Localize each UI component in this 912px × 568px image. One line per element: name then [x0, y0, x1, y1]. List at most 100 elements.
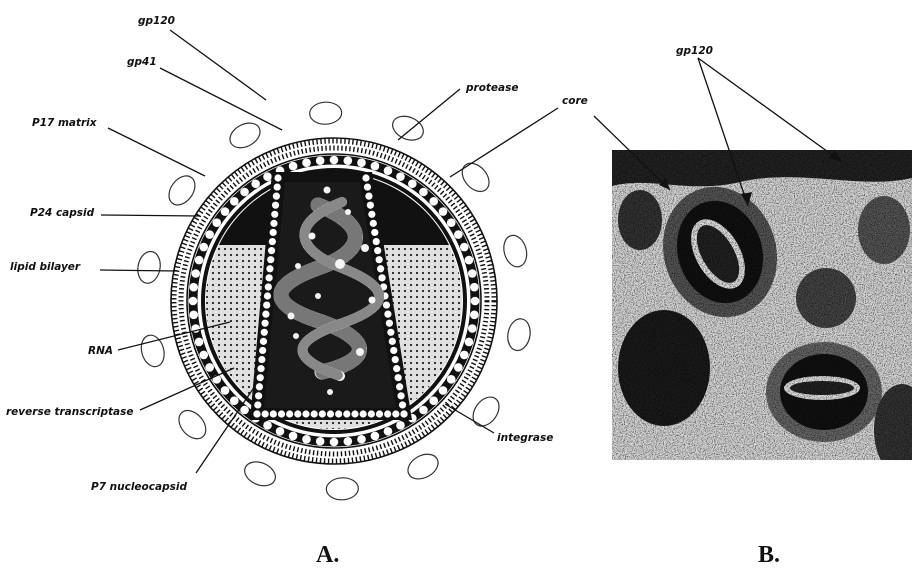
- core-bead: [267, 256, 274, 263]
- electron-micrograph: gp120 B.: [594, 45, 912, 568]
- matrix-bead: [199, 243, 208, 252]
- core-bead: [263, 301, 270, 308]
- matrix-bead: [276, 427, 285, 436]
- matrix-bead: [189, 297, 198, 306]
- core-bead: [258, 356, 265, 363]
- label-protease: protease: [465, 82, 519, 94]
- core-bead: [399, 401, 406, 408]
- core-bead: [272, 202, 279, 209]
- label-integrase: integrase: [497, 432, 553, 444]
- matrix-bead: [251, 179, 260, 188]
- core-bead: [261, 329, 268, 336]
- core-bead: [270, 220, 277, 227]
- core-bead: [327, 410, 334, 417]
- core-bead: [384, 311, 391, 318]
- matrix-bead: [471, 297, 480, 306]
- core-bead: [387, 329, 394, 336]
- matrix-bead: [384, 427, 393, 436]
- core-bead: [389, 338, 396, 345]
- core-bead: [400, 410, 407, 417]
- matrix-bead: [384, 166, 393, 175]
- core-bead: [286, 410, 293, 417]
- matrix-bead: [289, 432, 298, 441]
- core-bead: [278, 410, 285, 417]
- core-bead: [261, 320, 268, 327]
- matrix-bead: [316, 156, 325, 165]
- core-bead: [264, 292, 271, 299]
- label-p17-matrix: P17 matrix: [32, 117, 98, 129]
- matrix-bead: [419, 188, 428, 197]
- matrix-bead: [205, 363, 214, 372]
- matrix-bead: [465, 338, 474, 347]
- matrix-bead: [230, 396, 239, 405]
- core-bead: [255, 392, 262, 399]
- gp120-knob: [135, 250, 162, 285]
- core-bead: [302, 410, 309, 417]
- matrix-bead: [470, 311, 479, 320]
- label-core: core: [562, 95, 588, 107]
- core-bead: [257, 365, 264, 372]
- gp120-knob: [241, 457, 279, 490]
- core-bead: [253, 410, 260, 417]
- core-bead: [384, 410, 391, 417]
- matrix-bead: [419, 406, 428, 415]
- core-bead: [270, 229, 277, 236]
- core-bead: [378, 274, 385, 281]
- matrix-bead: [447, 375, 456, 384]
- core-bead: [362, 174, 369, 181]
- matrix-bead: [439, 386, 448, 395]
- matrix-bead: [357, 435, 366, 444]
- core-bead: [383, 301, 390, 308]
- matrix-bead: [468, 269, 477, 278]
- matrix-bead: [396, 172, 405, 181]
- core-bead: [319, 410, 326, 417]
- core-bead: [373, 238, 380, 245]
- matrix-bead: [460, 243, 469, 252]
- gp120-knob: [174, 405, 212, 444]
- matrix-bead: [454, 363, 463, 372]
- core-bead: [370, 220, 377, 227]
- label-gp41: gp41: [127, 56, 157, 68]
- gp120-knob: [326, 477, 359, 500]
- gp120-knob: [457, 158, 495, 197]
- matrix-bead: [344, 156, 353, 165]
- gp120-knob: [164, 171, 201, 210]
- core-bead: [364, 183, 371, 190]
- matrix-bead: [189, 283, 198, 292]
- matrix-bead: [302, 435, 311, 444]
- core-bead: [392, 410, 399, 417]
- core-bead: [274, 174, 281, 181]
- virion-diagram: gp120 gp41 P17 matrix P24 capsid lipid b…: [6, 15, 588, 568]
- core-bead: [396, 383, 403, 390]
- core-bead: [254, 401, 261, 408]
- core-bead: [266, 265, 273, 272]
- core-bead: [397, 392, 404, 399]
- matrix-bead: [429, 197, 438, 206]
- matrix-bead: [289, 162, 298, 171]
- core-bead: [367, 202, 374, 209]
- matrix-bead: [230, 197, 239, 206]
- gp120-knob: [468, 392, 505, 431]
- panel-a-caption: A.: [316, 542, 339, 568]
- core-bead: [271, 211, 278, 218]
- core-bead: [270, 410, 277, 417]
- matrix-bead: [465, 256, 474, 265]
- core-bead: [265, 283, 272, 290]
- matrix-bead: [240, 188, 249, 197]
- core-bead: [371, 229, 378, 236]
- core-bead: [311, 410, 318, 417]
- label-gp120-b: gp120: [676, 45, 713, 57]
- gp120-knob: [226, 118, 265, 153]
- leader-gp120-b-2: [698, 58, 842, 162]
- matrix-bead: [371, 162, 380, 171]
- matrix-bead: [460, 351, 469, 360]
- matrix-bead: [191, 269, 200, 278]
- core-bead: [269, 238, 276, 245]
- core-bead: [256, 383, 263, 390]
- matrix-bead: [195, 256, 204, 265]
- core-bead: [377, 265, 384, 272]
- label-reverse-transcriptase: reverse transcriptase: [6, 406, 133, 418]
- core-bead: [262, 311, 269, 318]
- matrix-bead: [263, 172, 272, 181]
